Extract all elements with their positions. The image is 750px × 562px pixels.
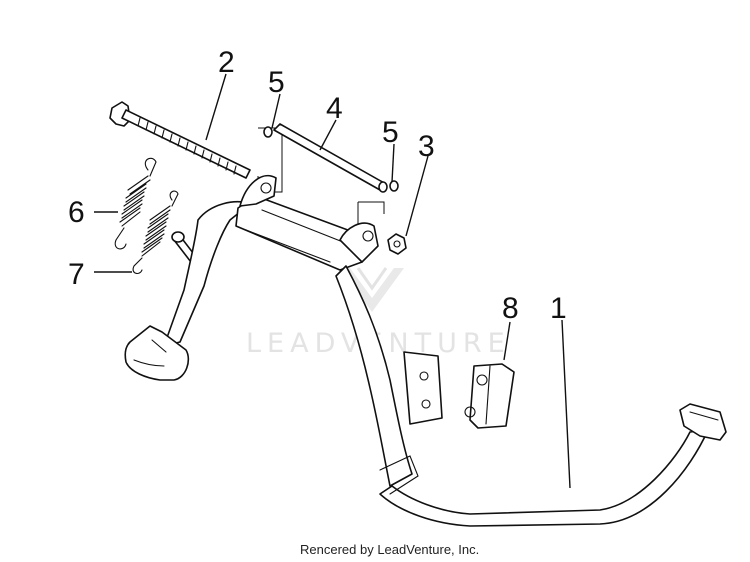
credit-text: Rencered by LeadVenture, Inc. <box>300 542 479 557</box>
part-2-bolt <box>109 101 251 179</box>
callout-1: 1 <box>550 292 567 325</box>
part-8-bumper <box>464 363 515 429</box>
part-3-nut <box>387 233 407 255</box>
callout-3: 3 <box>418 130 435 163</box>
callout-5b: 5 <box>382 116 399 149</box>
callout-4: 4 <box>326 92 343 125</box>
part-4-pin <box>273 123 388 193</box>
part-6-spring <box>114 157 157 250</box>
callout-7: 7 <box>68 258 85 291</box>
part-7-spring <box>132 190 179 275</box>
callout-8: 8 <box>502 292 519 325</box>
callout-5a: 5 <box>268 66 285 99</box>
part-5-washer-lower <box>357 180 399 238</box>
callout-2: 2 <box>218 46 235 79</box>
leader-lines <box>94 73 571 489</box>
part-1-stand <box>124 175 727 527</box>
callout-6: 6 <box>68 196 85 229</box>
